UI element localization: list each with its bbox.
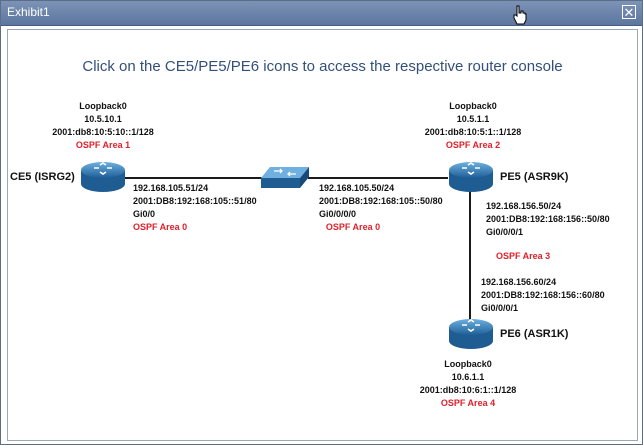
- pe6-link-ipv4: 192.168.156.60/24: [481, 277, 557, 287]
- pe6-link-interface: Gi0/0/0/1: [481, 303, 519, 313]
- pe5-router-icon[interactable]: [448, 160, 494, 194]
- ce5-name: CE5 (ISRG2): [10, 171, 75, 183]
- pe5-loopback-ipv6: 2001:db8:10:5:1::1/128: [424, 127, 522, 137]
- pe6-link-ipv6: 2001:DB8:192:168:156::60/80: [481, 290, 605, 300]
- pe5-area-label: OSPF Area 2: [445, 140, 501, 150]
- ce5-link-ipv6: 2001:DB8:192:168:105::51/80: [133, 196, 257, 206]
- pe6-name: PE6 (ASR1K): [500, 328, 569, 340]
- pe5-link-area: OSPF Area 0: [325, 222, 381, 232]
- pe5-down-ipv6: 2001:DB8:192:168:156::50/80: [486, 214, 610, 224]
- pe5-loopback-label: Loopback0: [449, 101, 497, 111]
- topology-panel: Click on the CE5/PE5/PE6 icons to access…: [7, 29, 638, 441]
- pe5-down-area: OSPF Area 3: [496, 251, 551, 261]
- link-lines: [108, 177, 471, 330]
- ce5-link-area: OSPF Area 0: [133, 222, 188, 232]
- pe6-loopback-ipv4: 10.6.1.1: [451, 372, 485, 382]
- pe5-link-ipv6: 2001:DB8:192:168:105::50/80: [319, 196, 443, 206]
- title-bar: Exhibit1 ✕: [1, 1, 642, 26]
- ce5-loopback-ipv6: 2001:db8:10:5:10::1/128: [52, 127, 154, 137]
- ce5-link-interface: Gi0/0: [133, 209, 156, 219]
- pe5-link-interface: Gi0/0/0/0: [319, 209, 357, 219]
- ce5-loopback-label: Loopback0: [79, 101, 127, 111]
- ce5-loopback-ipv4: 10.5.10.1: [84, 114, 122, 124]
- close-button[interactable]: ✕: [622, 5, 636, 20]
- ce5-router-icon[interactable]: [80, 160, 126, 194]
- window-title: Exhibit1: [7, 5, 50, 19]
- pe6-loopback-ipv6: 2001:db8:10:6:1::1/128: [419, 385, 517, 395]
- pe6-router-icon[interactable]: [448, 317, 494, 351]
- pe6-loopback-label: Loopback0: [444, 359, 492, 369]
- instruction-text: Click on the CE5/PE5/PE6 icons to access…: [82, 58, 563, 75]
- pe5-name: PE5 (ASR9K): [500, 171, 569, 183]
- ce5-link-ipv4: 192.168.105.51/24: [133, 183, 209, 193]
- hand-cursor-icon: [513, 5, 527, 25]
- pe5-loopback-ipv4: 10.5.1.1: [456, 114, 490, 124]
- switch-icon: [261, 167, 309, 188]
- pe5-down-interface: Gi0/0/0/1: [486, 227, 524, 237]
- close-icon: ✕: [623, 5, 635, 20]
- ce5-area-label: OSPF Area 1: [75, 140, 131, 150]
- pe5-link-ipv4: 192.168.105.50/24: [319, 183, 395, 193]
- pe6-area-label: OSPF Area 4: [440, 398, 496, 408]
- pe5-down-ipv4: 192.168.156.50/24: [486, 201, 562, 211]
